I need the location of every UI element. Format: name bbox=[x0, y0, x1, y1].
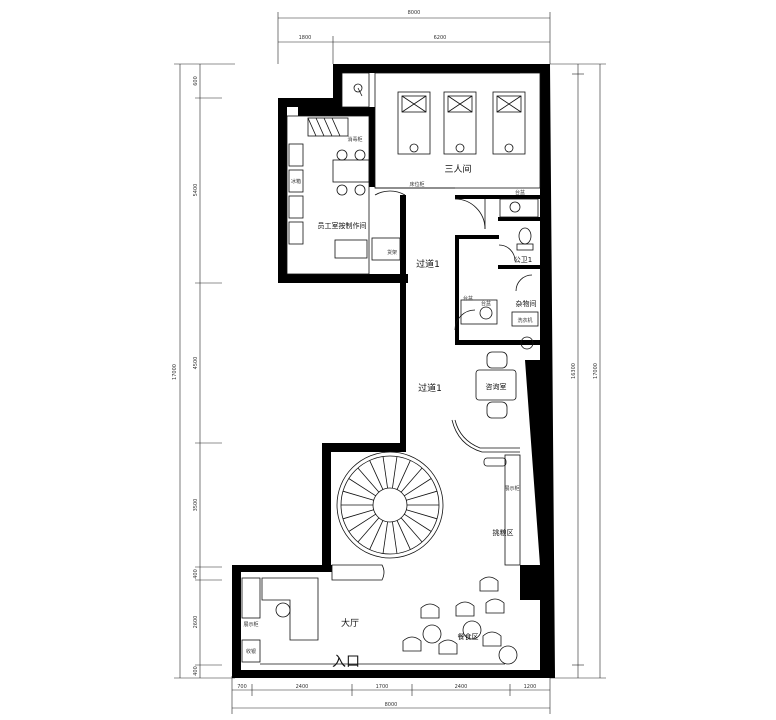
dim-left-seg-2: 5400 bbox=[193, 184, 199, 197]
cabinet-label-2: 冰箱 bbox=[291, 178, 301, 185]
stair-tread bbox=[348, 478, 376, 497]
lounge-chair bbox=[485, 598, 505, 614]
lobby: 收银 展示柜 大厅 入口 bbox=[241, 564, 505, 670]
dim-top-right: 6200 bbox=[434, 35, 447, 41]
round-table bbox=[462, 620, 482, 640]
bed-2 bbox=[443, 91, 477, 155]
triple-room: 三人间 床位柜 bbox=[374, 72, 541, 189]
stair-tread bbox=[382, 521, 388, 554]
stair-tread bbox=[396, 460, 411, 490]
cabinet-label-5: 展示柜 bbox=[504, 485, 519, 492]
sink-label-3: 台盆 bbox=[481, 300, 491, 307]
stair-tread bbox=[369, 460, 384, 490]
stair-tread bbox=[357, 517, 380, 543]
sink-label-1: 台盆 bbox=[515, 189, 525, 196]
stair-tread bbox=[348, 513, 376, 532]
restroom-block: 台盆 公卫1 台盆 台盆 杂物间 洗衣机 bbox=[460, 189, 539, 350]
stair-tread bbox=[406, 490, 438, 501]
lounge-chair bbox=[482, 631, 502, 647]
lounge-chairs bbox=[402, 576, 518, 665]
closet-room bbox=[341, 72, 370, 108]
room-label-dining: 餐食区 bbox=[458, 632, 479, 641]
dim-bottom-seg-2: 2400 bbox=[296, 684, 309, 690]
dim-left-seg-8: 400 bbox=[193, 666, 199, 676]
product-area: 展示柜 挑粮区 bbox=[493, 454, 521, 566]
lounge-chair bbox=[438, 639, 458, 655]
stair-outer-ring bbox=[336, 451, 444, 559]
dimension-lines: 8000 1800 6200 17000 600 5400 4500 3500 … bbox=[172, 10, 606, 714]
dim-bottom-total: 8000 bbox=[385, 702, 398, 708]
dim-left-seg-6: 400 bbox=[193, 569, 199, 579]
entrance-label: 入口 bbox=[332, 654, 360, 670]
stair-tread bbox=[404, 513, 432, 532]
room-label-corridor-2: 过道1 bbox=[418, 382, 442, 394]
stair-tread bbox=[392, 521, 398, 554]
room-label-restroom: 公卫1 bbox=[514, 256, 532, 264]
stair-tread bbox=[392, 456, 398, 489]
stair-tread bbox=[342, 490, 374, 501]
lounge-chair bbox=[402, 636, 422, 652]
stair-tread bbox=[369, 520, 384, 550]
cabinet-label-3: 货架 bbox=[387, 249, 397, 256]
dim-right-total: 17000 bbox=[593, 363, 599, 379]
stair-tread bbox=[396, 520, 411, 550]
stair-tread bbox=[357, 467, 380, 493]
dim-top-total: 8000 bbox=[408, 10, 421, 16]
dim-bottom-seg-3: 1700 bbox=[376, 684, 389, 690]
cabinet-label-1: 消毒柜 bbox=[347, 136, 362, 143]
room-label-corridor-1: 过道1 bbox=[416, 258, 440, 270]
room-label-consult: 咨询室 bbox=[486, 382, 507, 391]
consult-room: 咨询室 bbox=[451, 351, 520, 467]
stair-core bbox=[372, 487, 408, 523]
walls bbox=[232, 64, 555, 678]
stair-tread bbox=[382, 456, 388, 489]
bed-3 bbox=[492, 91, 526, 155]
dim-bottom-seg-5: 1200 bbox=[524, 684, 537, 690]
dim-bottom-seg-4: 2400 bbox=[455, 684, 468, 690]
stair-tread bbox=[406, 509, 438, 520]
dim-left-seg-1: 600 bbox=[193, 76, 199, 86]
staff-room: 消毒柜 冰箱 货架 员工室按制作间 bbox=[286, 115, 401, 275]
dim-left-seg-3: 4500 bbox=[193, 357, 199, 370]
dim-left-seg-7: 2600 bbox=[193, 616, 199, 629]
bed-area-label: 床位柜 bbox=[409, 181, 424, 188]
bed-1 bbox=[397, 91, 431, 155]
toilet-icon bbox=[516, 227, 534, 251]
dim-bottom-seg-1: 700 bbox=[237, 684, 247, 690]
doors bbox=[374, 190, 533, 331]
round-table bbox=[498, 645, 518, 665]
stair-tread bbox=[342, 509, 374, 520]
lounge-chair bbox=[420, 603, 440, 619]
lounge-chair bbox=[455, 601, 475, 617]
room-label-storage: 杂物间 bbox=[516, 299, 537, 308]
room-label-product: 挑粮区 bbox=[493, 528, 514, 537]
spiral-staircase bbox=[336, 451, 444, 559]
lounge-chair bbox=[479, 576, 499, 592]
dim-right-seg-2: 16300 bbox=[571, 363, 577, 379]
stair-tread bbox=[404, 478, 432, 497]
dim-left-total: 17000 bbox=[172, 364, 178, 380]
cabinet-label-6: 洗衣机 bbox=[517, 317, 532, 324]
cabinet-label-7: 展示柜 bbox=[243, 621, 258, 628]
round-table bbox=[422, 624, 442, 644]
sink-label-2: 台盆 bbox=[463, 295, 473, 302]
dim-top-left: 1800 bbox=[299, 35, 312, 41]
room-label-staff: 员工室按制作间 bbox=[318, 221, 367, 230]
stair-tread bbox=[400, 517, 423, 543]
room-label-triple: 三人间 bbox=[444, 163, 471, 175]
cabinet-label-4: 收银 bbox=[246, 648, 256, 655]
dining-area: 餐食区 bbox=[402, 576, 518, 665]
dining-table bbox=[332, 149, 370, 196]
room-label-lobby: 大厅 bbox=[341, 617, 359, 629]
dim-left-seg-4: 3500 bbox=[193, 499, 199, 512]
stair-tread bbox=[400, 467, 423, 493]
